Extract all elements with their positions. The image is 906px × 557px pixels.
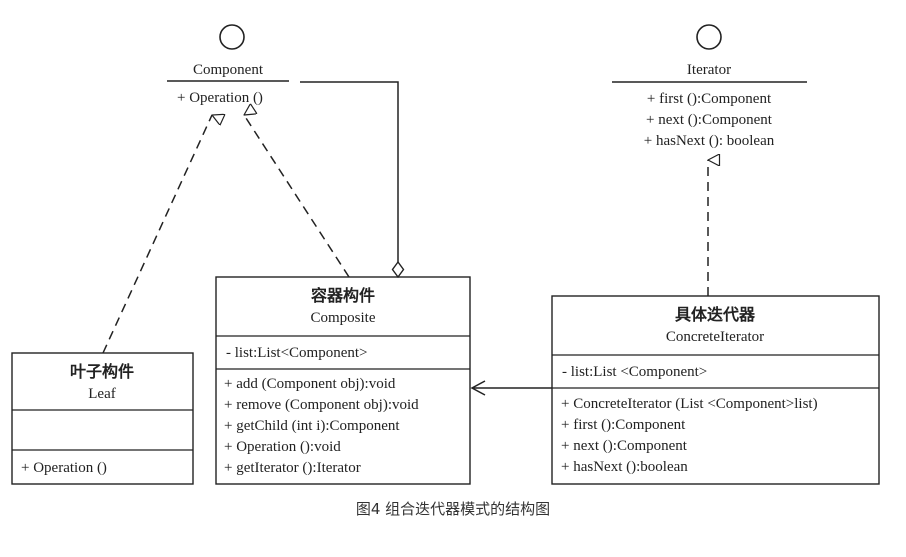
concrete-iterator-title-cn: 具体迭代器 — [675, 305, 756, 324]
composite-method-getiterator: + getIterator ():Iterator — [224, 460, 361, 476]
leaf-class-box: 叶子构件 Leaf + Operation () — [11, 352, 194, 485]
composite-method-add: + add (Component obj):void — [224, 376, 396, 392]
component-interface: Component + Operation () — [167, 24, 289, 106]
concrete-iterator-method-next: + next ():Component — [561, 438, 688, 454]
leaf-realizes-component-connector — [102, 115, 212, 354]
association-arrowhead-icon — [470, 380, 486, 396]
component-method-operation: + Operation () — [177, 90, 263, 106]
concrete-iterator-method-hasnext: + hasNext ():boolean — [561, 459, 688, 475]
iterator-interface-name: Iterator — [687, 62, 731, 78]
composite-method-getchild: + getChild (int i):Component — [224, 418, 400, 434]
aggregation-diamond-icon — [391, 260, 405, 279]
figure-caption: 图4 组合迭代器模式的结构图 — [355, 500, 551, 518]
component-interface-name: Component — [193, 62, 264, 78]
composite-method-operation: + Operation ():void — [224, 439, 341, 455]
iterator-method-first: + first ():Component — [647, 91, 772, 107]
iterator-method-next: + next ():Component — [646, 112, 773, 128]
iterator-interface: Iterator + first ():Component + next ():… — [612, 24, 807, 149]
composite-realizes-component-connector — [244, 115, 350, 278]
concrete-iterator-class-box: 具体迭代器 ConcreteIterator - list:List <Comp… — [551, 295, 880, 485]
composite-class-box: 容器构件 Composite - list:List<Component> + … — [215, 276, 471, 485]
component-interface-lollipop-icon — [219, 24, 245, 50]
composite-title-cn: 容器构件 — [310, 286, 375, 305]
concrete-iterator-method-first: + first ():Component — [561, 417, 686, 433]
concrete-iterator-attribute-list: - list:List <Component> — [562, 364, 707, 380]
composite-attribute-list: - list:List<Component> — [226, 345, 368, 361]
leaf-title-en: Leaf — [88, 386, 115, 402]
iterator-interface-lollipop-icon — [696, 24, 722, 50]
iterator-method-hasnext: + hasNext (): boolean — [644, 133, 775, 149]
composite-aggregates-component-connector — [300, 81, 399, 262]
leaf-method-operation: + Operation () — [21, 460, 107, 476]
concrete-iterator-method-constructor: + ConcreteIterator (List <Component>list… — [561, 396, 818, 412]
concrete-iterator-title-en: ConcreteIterator — [666, 329, 764, 345]
leaf-title-cn: 叶子构件 — [70, 362, 134, 381]
composite-title-en: Composite — [310, 310, 375, 326]
composite-method-remove: + remove (Component obj):void — [224, 397, 419, 413]
